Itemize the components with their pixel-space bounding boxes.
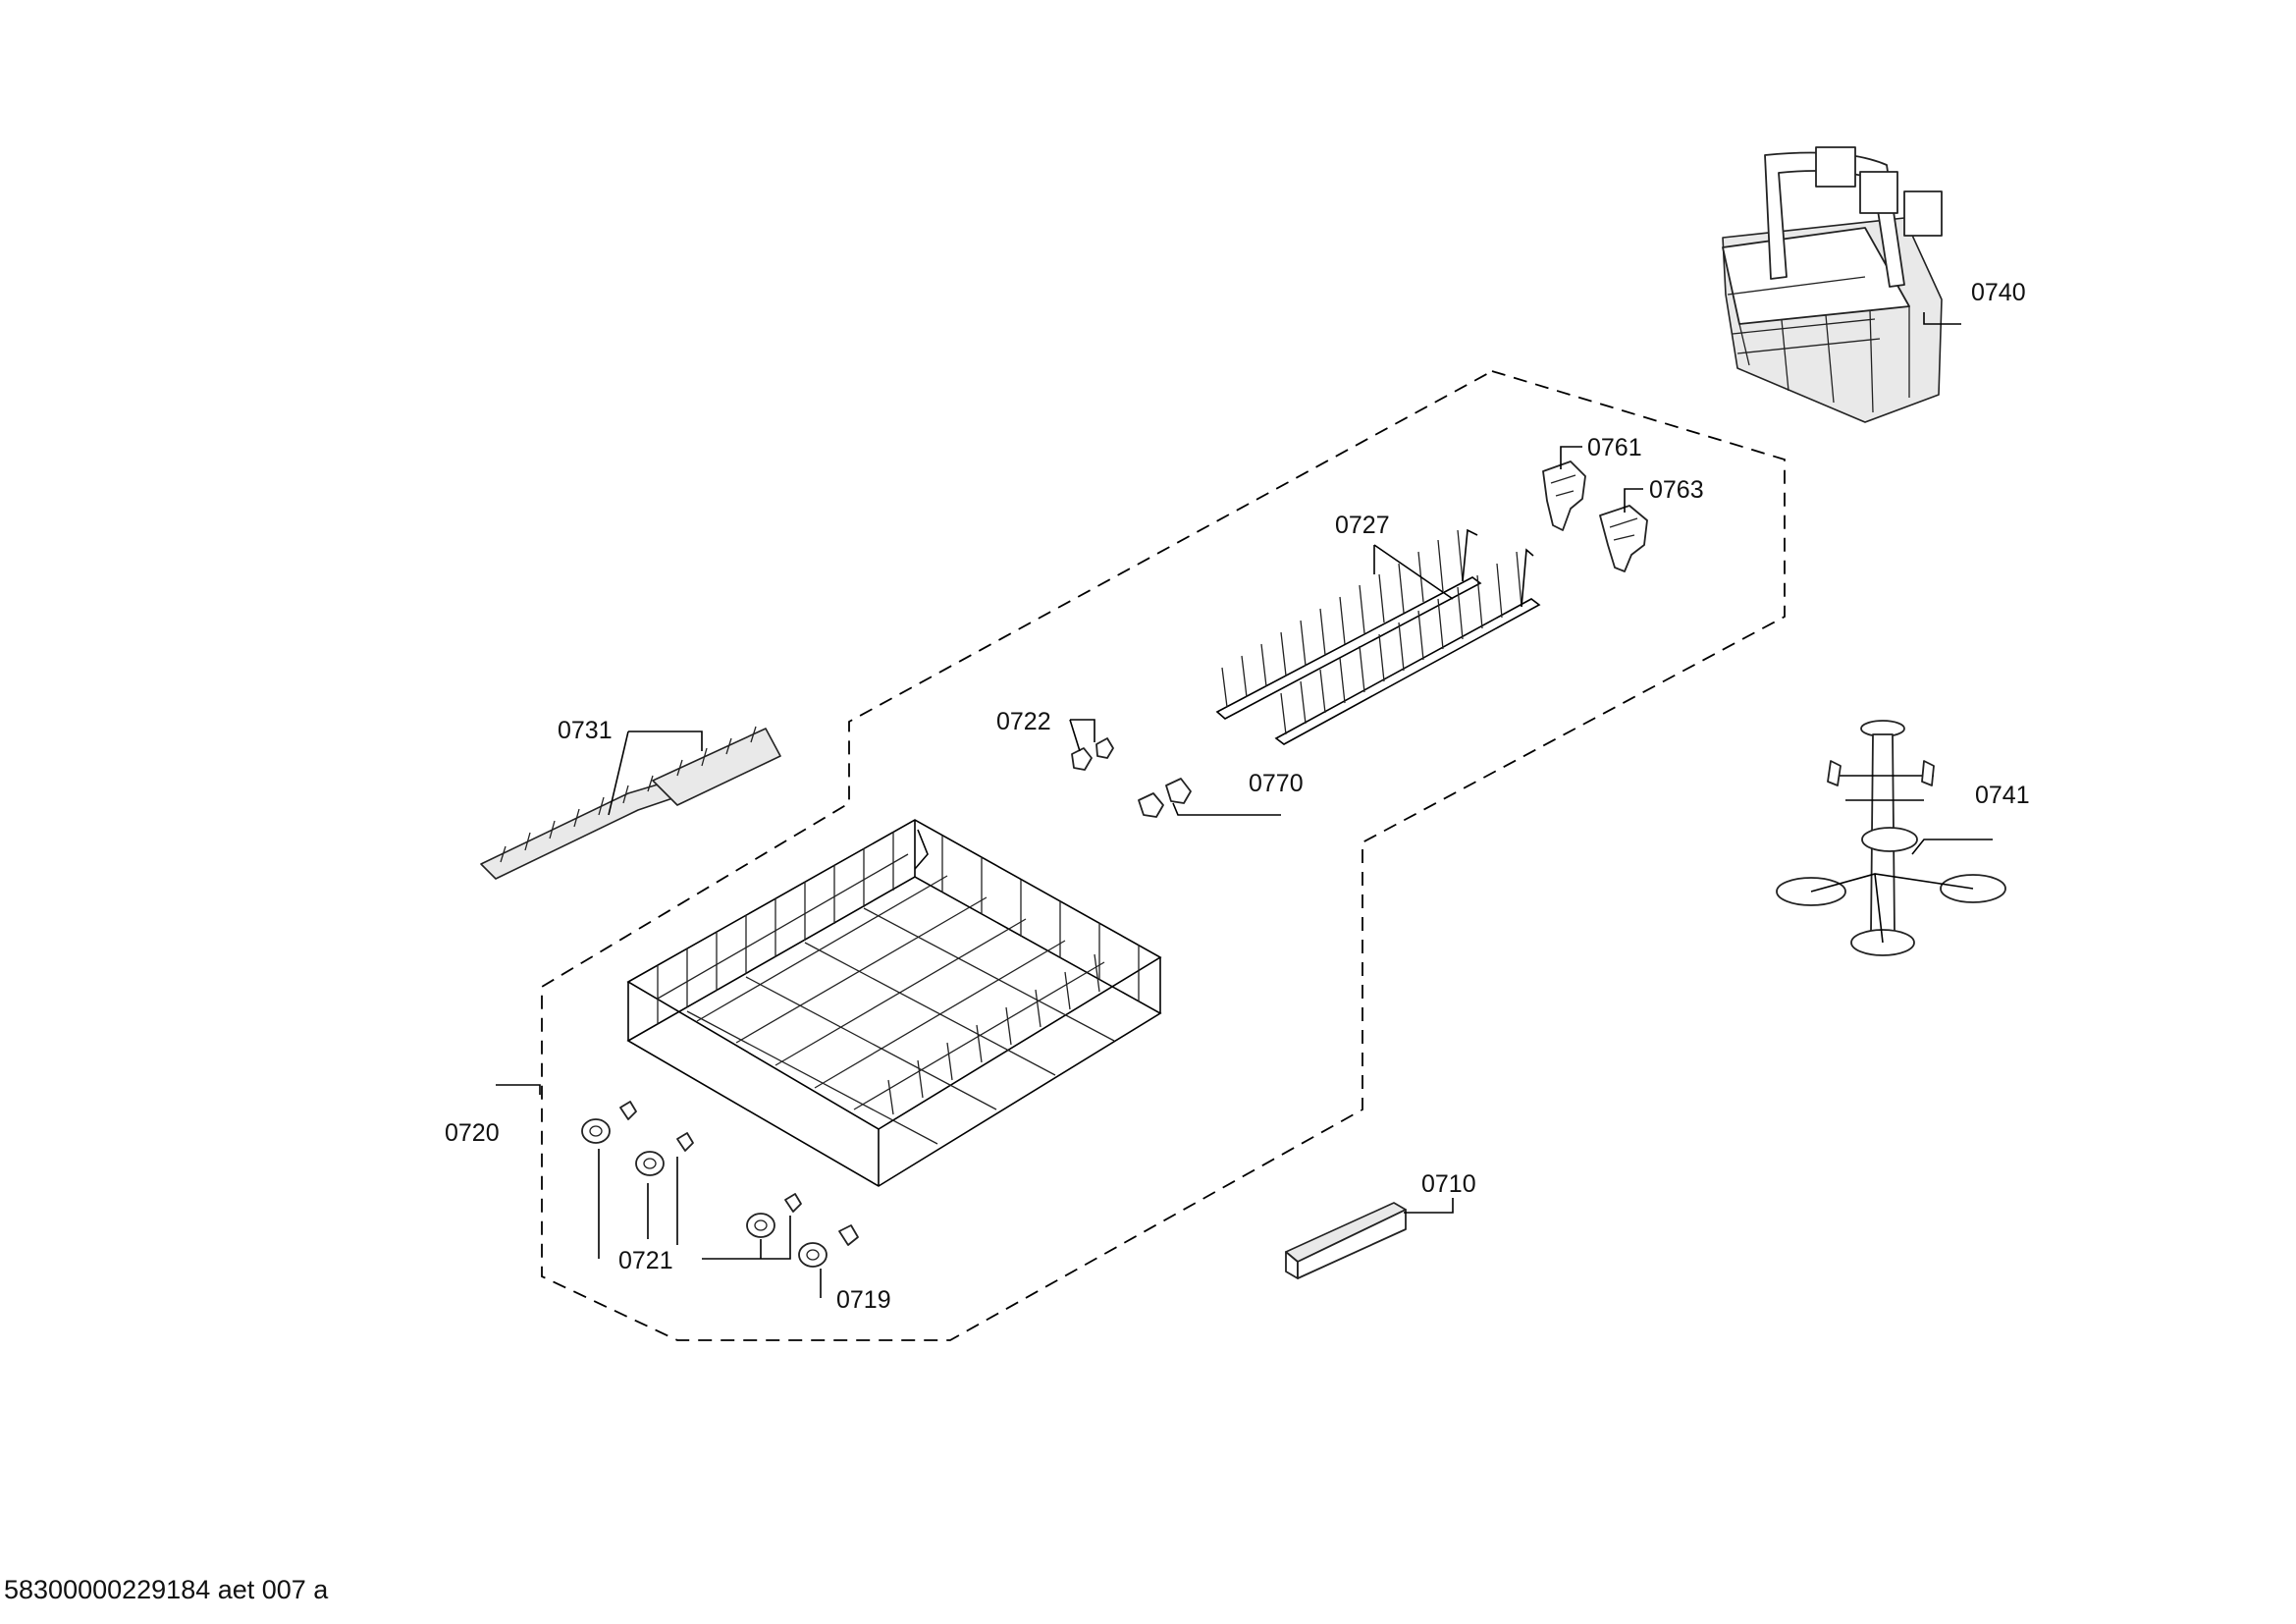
clip-part-0770[interactable] [1138, 778, 1192, 818]
label-0731[interactable]: 0731 [558, 717, 613, 744]
rack-wheel-part-0719[interactable] [798, 1224, 859, 1268]
small-clip-part-0722[interactable] [1071, 737, 1114, 771]
assembly-boundary [541, 370, 1786, 1341]
label-0721[interactable]: 0721 [618, 1247, 673, 1274]
label-0710[interactable]: 0710 [1421, 1170, 1476, 1198]
lower-dish-rack-part[interactable] [626, 819, 1162, 1187]
label-0719[interactable]: 0719 [836, 1286, 891, 1314]
leader-lines [496, 312, 1993, 1298]
label-0763[interactable]: 0763 [1649, 476, 1704, 504]
label-0722[interactable]: 0722 [996, 708, 1051, 735]
label-0761[interactable]: 0761 [1587, 434, 1642, 461]
document-number: 58300000229184 aet 007 a [4, 1575, 329, 1604]
label-0770[interactable]: 0770 [1249, 770, 1304, 797]
label-0727[interactable]: 0727 [1335, 512, 1390, 539]
rack-clip-0763[interactable] [1599, 505, 1648, 572]
plate-insert-part[interactable] [480, 726, 781, 880]
rack-clip-0761[interactable] [1542, 460, 1586, 531]
mug-holder-part[interactable] [1776, 720, 2006, 956]
label-0741[interactable]: 0741 [1975, 782, 2030, 809]
rack-wheel-part[interactable] [581, 1101, 802, 1238]
label-0720[interactable]: 0720 [445, 1119, 500, 1147]
strip-part[interactable] [1285, 1202, 1407, 1279]
cutlery-basket-part[interactable] [1722, 146, 1943, 423]
label-0740[interactable]: 0740 [1971, 279, 2026, 306]
tine-rows-part[interactable] [1215, 528, 1541, 745]
